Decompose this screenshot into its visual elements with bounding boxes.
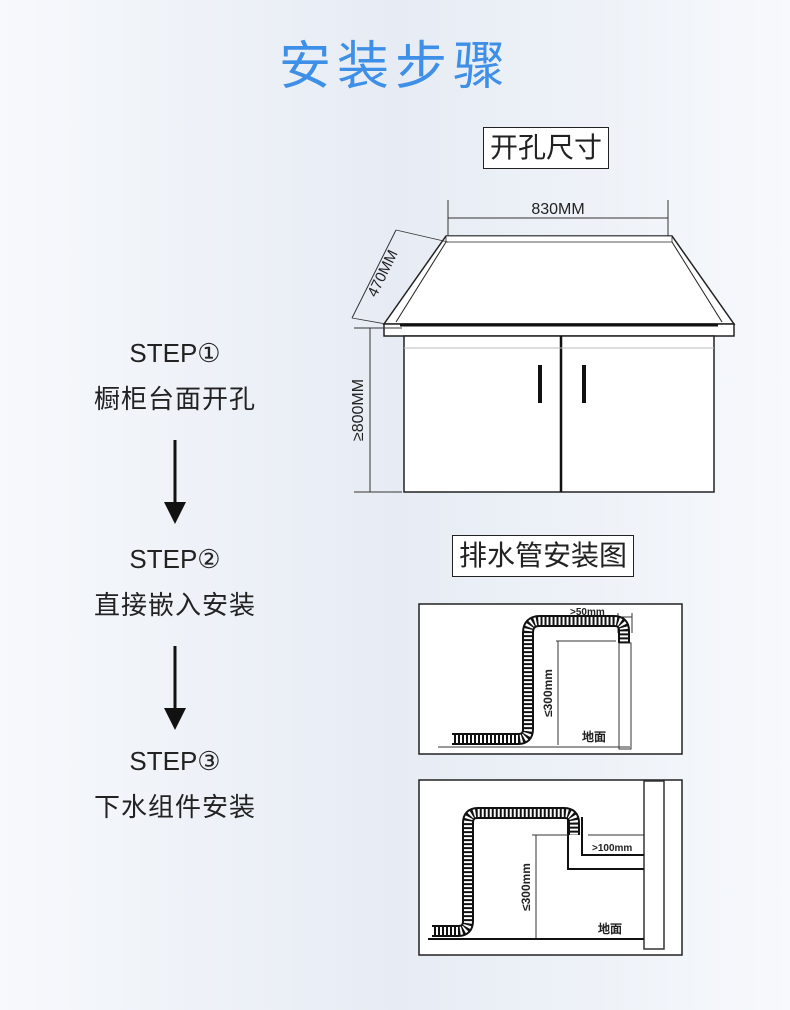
drain-install-label: 排水管安装图 <box>452 535 635 577</box>
step-1-label: STEP① <box>129 338 221 368</box>
down-arrow-icon <box>164 646 186 730</box>
height-dimension: ≤300mm <box>541 669 555 717</box>
drain-diagram-1: >50mm ≤300mm 地面 <box>418 603 683 755</box>
depth-dimension: 470MM <box>364 247 401 299</box>
step-3-desc: 下水组件安装 <box>93 793 256 823</box>
step-2-label: STEP② <box>129 544 221 574</box>
width-dimension: 830MM <box>531 201 584 218</box>
step-1-desc: 橱柜台面开孔 <box>93 385 256 415</box>
cabinet-diagram: 830MM 470MM ≥800MM <box>350 200 736 493</box>
down-arrow-icon <box>164 440 186 524</box>
page-title: 安装步骤 <box>278 37 511 97</box>
door-handle <box>538 365 542 403</box>
step-1: STEP① 橱柜台面开孔 <box>0 338 350 416</box>
height-dimension: ≤300mm <box>519 863 533 911</box>
gap-dimension: >100mm <box>592 843 632 854</box>
cutout-size-label: 开孔尺寸 <box>483 127 610 169</box>
floor-label: 地面 <box>598 921 622 936</box>
floor-label: 地面 <box>582 729 606 744</box>
height-dimension: ≥800MM <box>350 379 367 441</box>
step-3: STEP③ 下水组件安装 <box>0 746 350 824</box>
step-2-desc: 直接嵌入安装 <box>93 591 256 621</box>
drain-diagram-2: >100mm ≤300mm 地面 <box>418 779 683 956</box>
door-handle <box>582 365 586 403</box>
gap-dimension: >50mm <box>570 607 605 618</box>
step-2: STEP② 直接嵌入安装 <box>0 544 350 622</box>
step-3-label: STEP③ <box>129 746 221 776</box>
